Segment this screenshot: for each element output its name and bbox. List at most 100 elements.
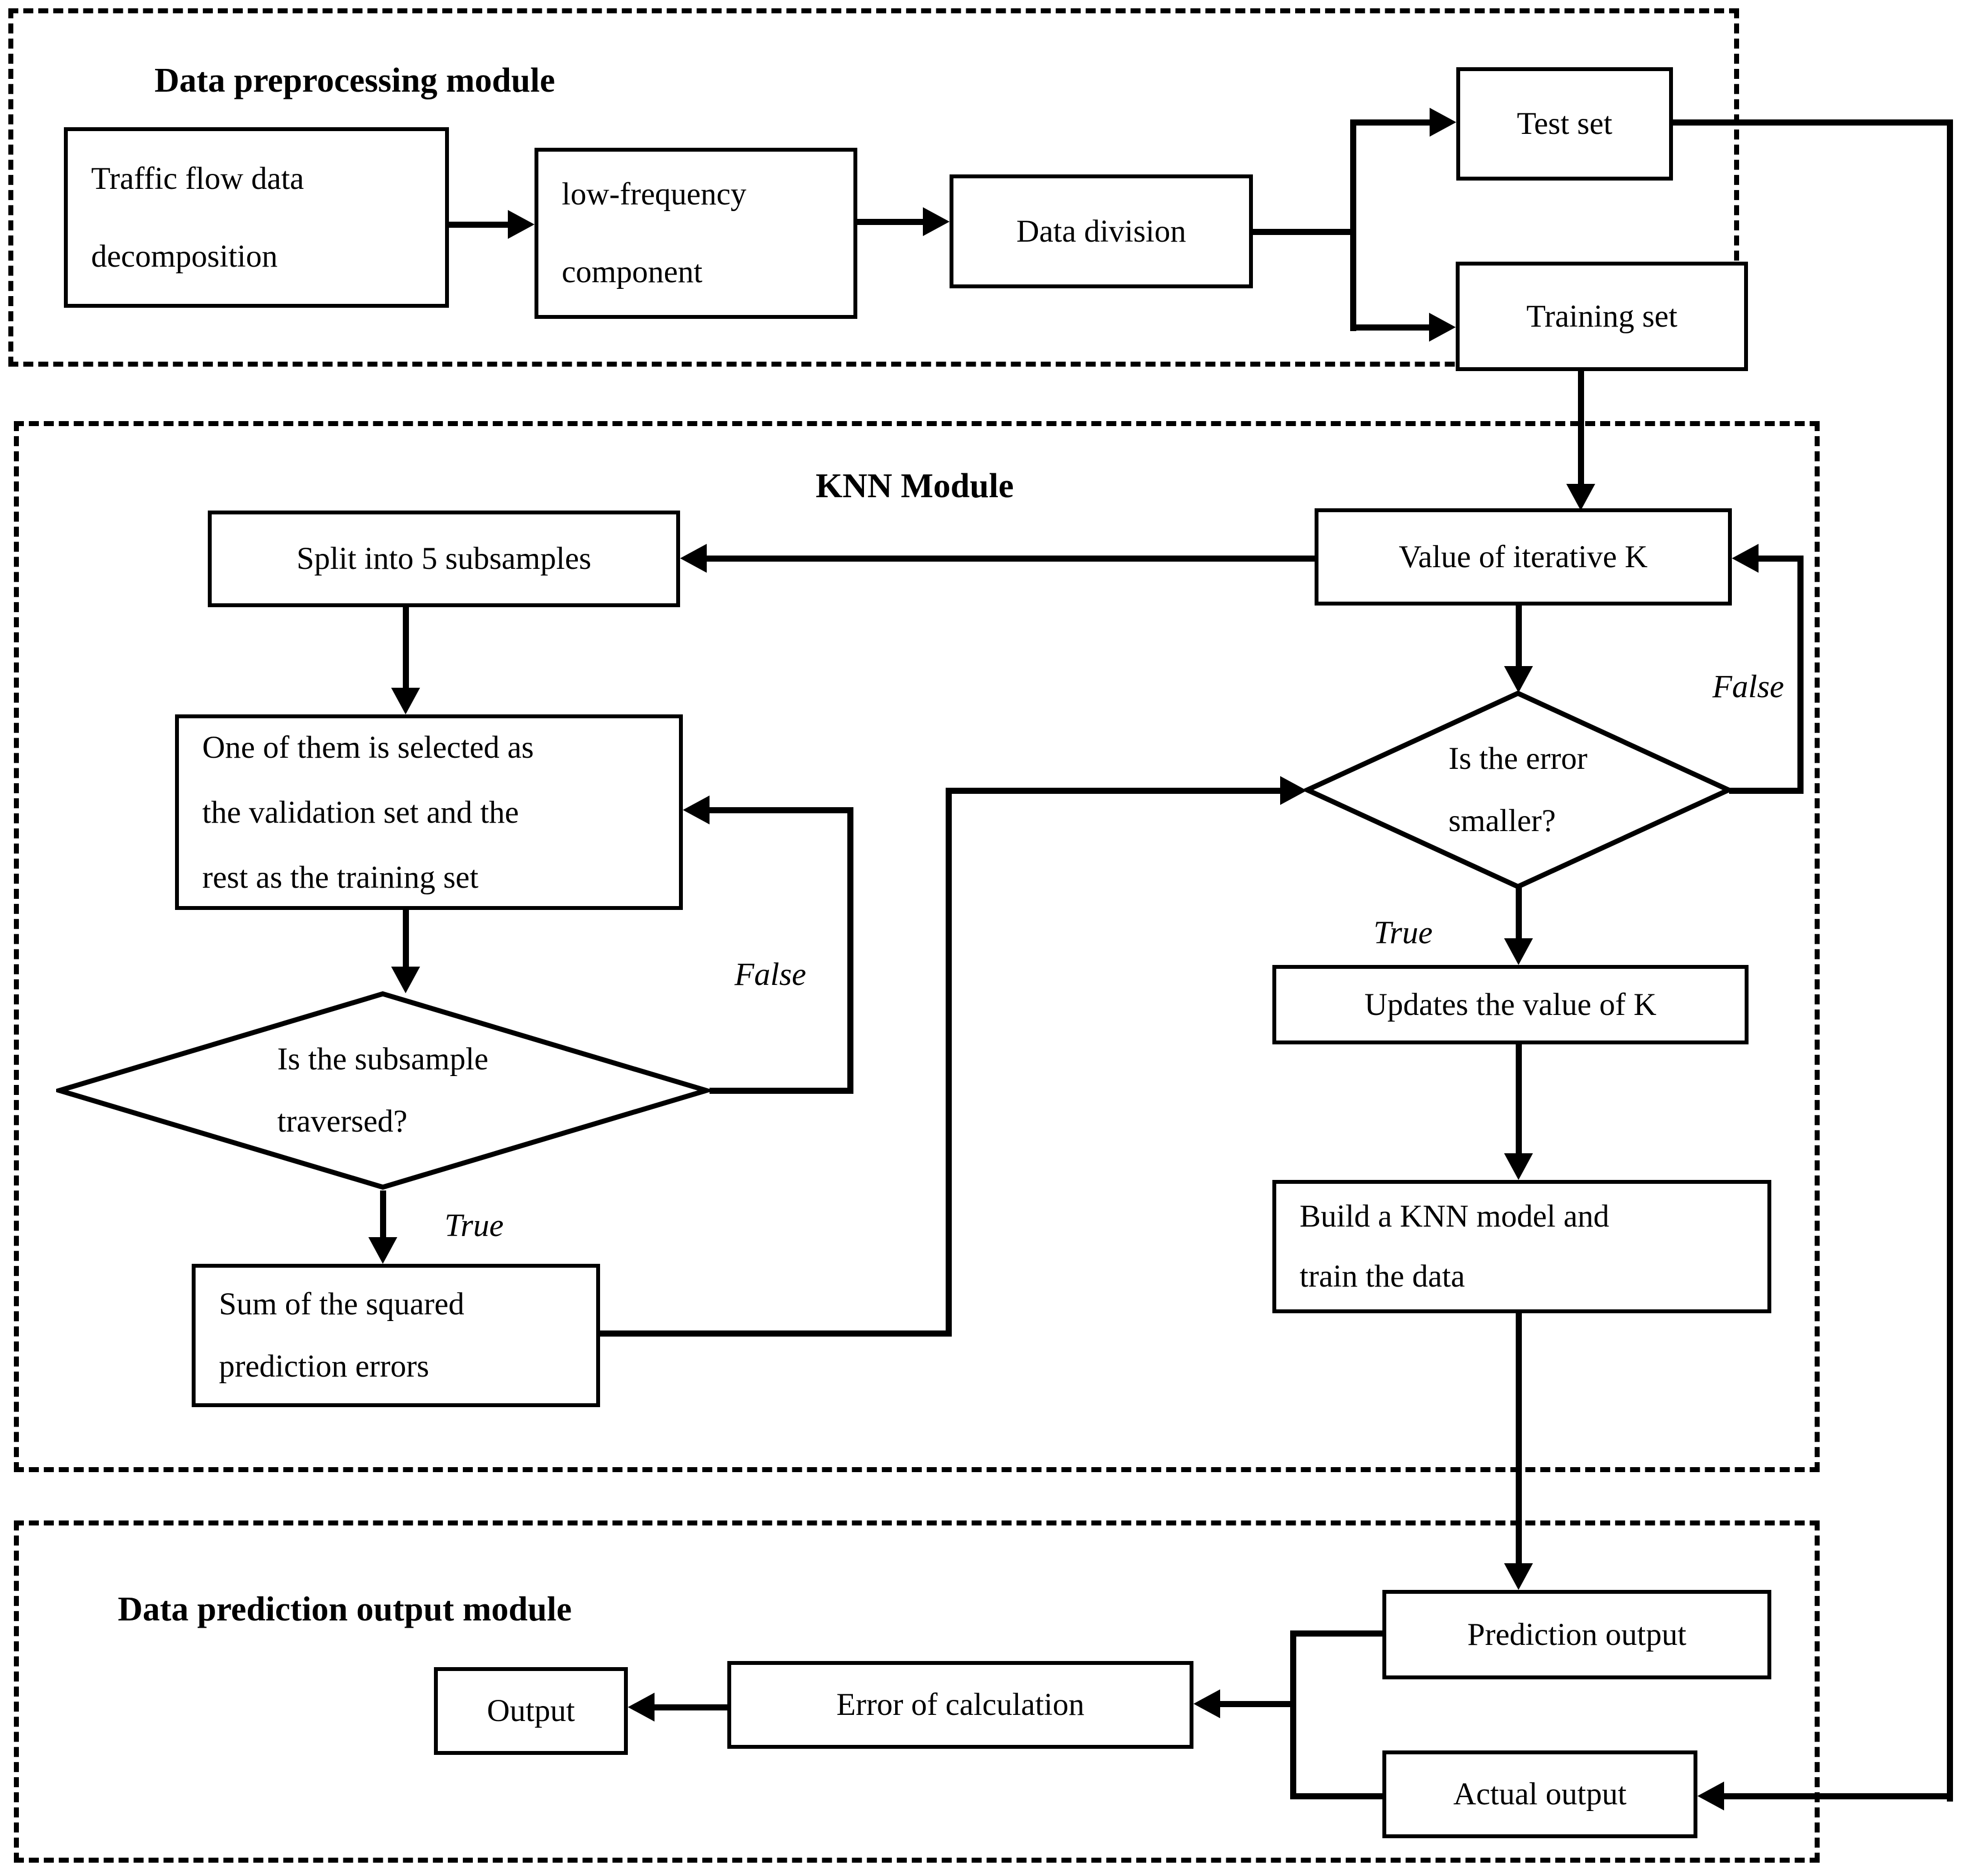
module-preprocessing-frame [8,8,1739,367]
diamond-is-error-smaller [1304,691,1732,889]
node-value-of-iterative-k: Value of iterative K [1315,508,1732,606]
text-line: rest as the training set [202,859,479,895]
edge-to-testset [1356,119,1432,126]
node-test-set: Test set [1456,67,1673,181]
text-line: Output [487,1693,575,1728]
text-line: Prediction output [1467,1617,1687,1652]
edge-actual-stub [1293,1793,1382,1799]
text-line: Training set [1526,298,1677,334]
arrowhead-false-into-oneofthem [683,796,710,824]
module-knn-frame [14,421,1820,1472]
edge-to-trainingset [1356,324,1429,331]
node-updates-value-of-k: Updates the value of K [1272,965,1749,1044]
node-prediction-output: Prediction output [1382,1590,1771,1679]
arrowhead-into-output [628,1693,655,1722]
arrowhead-into-subsample-diamond [391,967,420,993]
arrowhead-into-datadiv [923,207,950,236]
edge-errcalc-to-output [655,1704,727,1710]
module-output-frame [14,1520,1820,1863]
edge-join-to-errcalc [1220,1701,1296,1707]
edge-sumsq-h1 [600,1330,948,1337]
edge-error-true [1516,887,1522,938]
text-line: Actual output [1453,1777,1627,1812]
node-data-division: Data division [950,174,1253,288]
edge-traffic-to-lowfreq [449,222,510,228]
arrowhead-false-into-valuek [1732,544,1759,573]
text-line: Error of calculation [836,1687,1085,1722]
text-line: Is the error [1448,741,1588,776]
text-line: train the data [1300,1259,1465,1294]
node-low-frequency-component: low-frequency component [535,148,857,319]
edge-datadiv-exit [1253,229,1353,235]
node-output: Output [434,1667,628,1755]
arrowhead-into-errcalc [1193,1689,1220,1718]
label-false-right: False [1712,668,1784,704]
text-line: Value of iterative K [1398,539,1648,574]
text-line: prediction errors [219,1349,429,1384]
arrowhead-into-testset [1430,108,1456,137]
text-line: component [562,254,703,289]
arrowhead-into-sumsq [368,1237,397,1264]
text-line: Split into 5 subsamples [296,541,592,576]
label-true-left: True [444,1207,504,1243]
edge-subsample-false-h2 [710,807,847,813]
text-line: Traffic flow data [91,161,304,196]
text-line: low-frequency [562,177,747,212]
arrowhead-into-lowfreq [508,210,535,239]
module-knn-title: KNN Module [816,467,1014,505]
edge-subsample-false-h1 [710,1088,853,1094]
arrowhead-into-split [680,544,707,573]
edge-oneofthem-to-diamond [403,910,409,967]
node-build-knn-model: Build a KNN model and train the data [1272,1180,1771,1313]
edge-build-to-prediction [1516,1313,1522,1563]
arrowhead-into-trainingset [1429,313,1456,342]
edge-training-to-valuek [1578,371,1584,484]
text-line: Updates the value of K [1364,987,1657,1022]
text-line: the validation set and the [202,794,519,830]
edge-division-junction [1350,119,1356,331]
edge-error-false-v [1797,556,1804,794]
edge-prediction-stub [1293,1630,1382,1637]
module-preprocessing-title: Data preprocessing module [154,62,556,99]
arrowhead-into-valuek-top [1566,484,1595,511]
edge-join-vertical [1290,1630,1296,1799]
text-line: traversed? [277,1104,408,1139]
arrowhead-into-prediction [1504,1563,1533,1590]
text-line: Build a KNN model and [1300,1199,1610,1234]
arrowhead-into-error-diamond-top [1504,666,1533,693]
node-error-of-calculation: Error of calculation [727,1661,1193,1749]
arrowhead-into-updatek [1504,938,1533,965]
text-line: smaller? [1448,803,1556,838]
text-line: Data division [1016,213,1186,249]
node-one-of-them-selected: One of them is selected as the validatio… [175,714,683,910]
edge-valuek-to-error-diamond [1516,606,1522,666]
diamond-subsample-text: Is the subsample traversed? [56,990,710,1190]
diamond-error-text: Is the error smaller? [1304,690,1732,890]
edge-error-false-h1 [1729,788,1803,794]
node-traffic-flow-decomposition: Traffic flow data decomposition [64,127,449,308]
node-training-set: Training set [1456,262,1748,371]
arrowhead-into-error-diamond [1280,776,1307,805]
arrowhead-into-build [1504,1153,1533,1180]
label-false-left: False [735,956,806,992]
node-sum-squared-errors: Sum of the squared prediction errors [192,1264,600,1407]
module-output-title: Data prediction output module [118,1590,572,1628]
node-split-into-5-subsamples: Split into 5 subsamples [208,511,680,607]
edge-sumsq-h2 [952,788,1280,794]
text-line: Is the subsample [277,1042,488,1077]
arrowhead-into-actual [1697,1782,1724,1810]
text-line: Test set [1517,106,1612,141]
edge-subsample-true [380,1190,386,1237]
edge-valuek-to-split [707,556,1315,562]
edge-outer-to-actual [1722,1793,1947,1799]
edge-subsample-false-v [847,807,853,1094]
label-true-right: True [1373,914,1433,950]
text-line: decomposition [91,238,278,274]
edge-split-to-oneofthem [403,607,409,688]
edge-error-false-h2 [1759,556,1804,562]
edge-sumsq-v [946,788,952,1337]
edge-lowfreq-to-datadiv [857,219,923,225]
text-line: One of them is selected as [202,729,534,765]
arrowhead-into-oneofthem [391,688,420,714]
